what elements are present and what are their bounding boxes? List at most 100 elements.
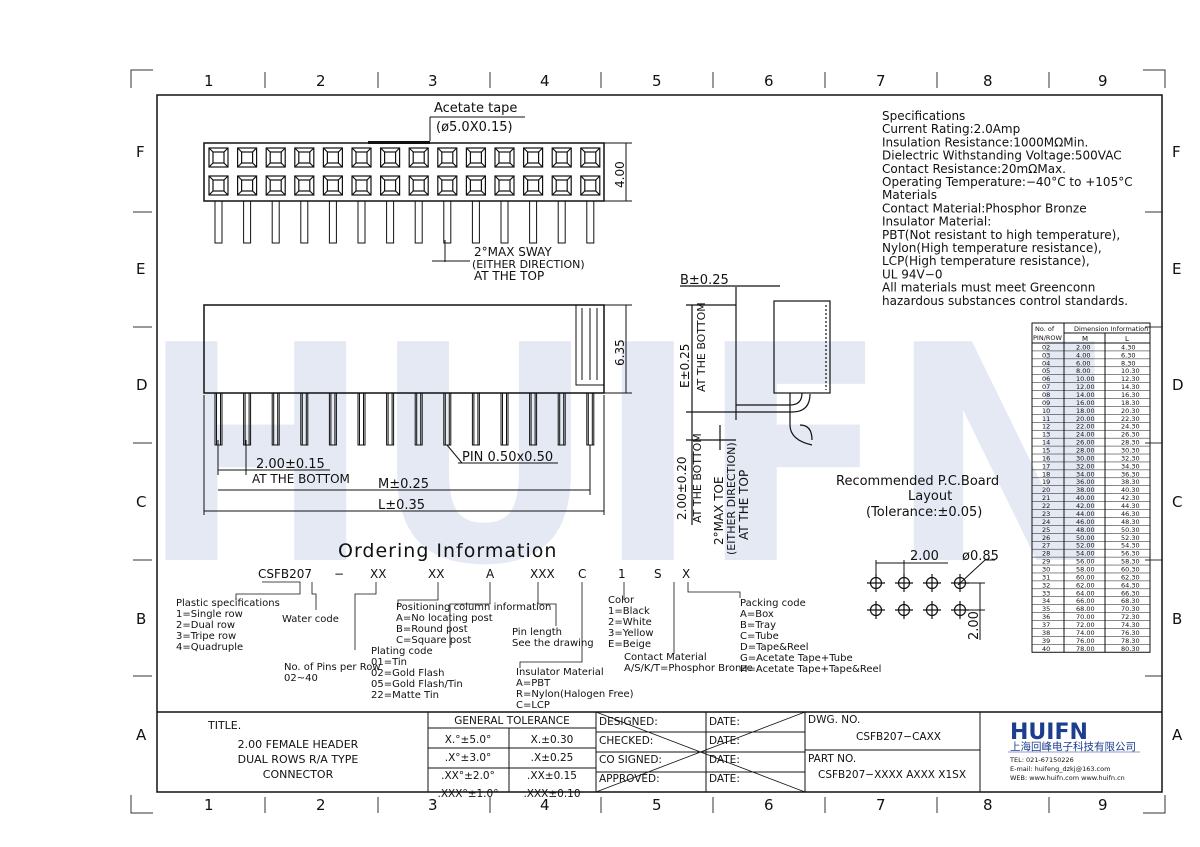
table-cell: 10.00 bbox=[1076, 375, 1095, 383]
order-note: 3=Tripe row bbox=[176, 631, 236, 642]
row-label: B bbox=[136, 610, 146, 628]
contact-cell bbox=[580, 175, 601, 196]
l-dimension: L±0.35 bbox=[378, 498, 425, 513]
contact-cell-inner bbox=[212, 151, 225, 164]
order-note: E=Beige bbox=[608, 639, 651, 650]
table-cell: 26.00 bbox=[1076, 439, 1095, 447]
contact-cell bbox=[437, 175, 458, 196]
pin bbox=[328, 200, 337, 244]
contact-cell bbox=[380, 175, 401, 196]
column-label: 6 bbox=[764, 72, 774, 90]
contact-cell-inner bbox=[469, 179, 482, 192]
contact-cell bbox=[522, 147, 544, 168]
order-code-segment: CSFB207 bbox=[258, 567, 312, 581]
date-label: DATE: bbox=[709, 754, 740, 766]
table-cell: 8.30 bbox=[1121, 359, 1135, 367]
table-cell: 4.00 bbox=[1076, 351, 1090, 359]
table-cell: 18.30 bbox=[1121, 399, 1140, 407]
table-cell: 36.00 bbox=[1076, 478, 1095, 486]
table-cell: 50.00 bbox=[1076, 534, 1095, 542]
table-cell: 26.30 bbox=[1121, 431, 1140, 439]
tolerance-linear: X.±0.30 bbox=[531, 734, 574, 746]
contact-cell bbox=[208, 147, 229, 168]
contact-cell-inner bbox=[469, 151, 482, 164]
table-cell: 58.00 bbox=[1076, 565, 1095, 573]
tolerance-header: GENERAL TOLERANCE bbox=[454, 715, 570, 727]
table-cell: 48.00 bbox=[1076, 526, 1095, 534]
table-cell: 32.00 bbox=[1076, 462, 1095, 470]
pin bbox=[500, 200, 509, 244]
pcb-pitch-y: 2.00 bbox=[967, 611, 982, 640]
order-note: Contact Material bbox=[624, 652, 707, 663]
order-note: Water code bbox=[282, 614, 339, 625]
contact-cell-inner bbox=[212, 179, 225, 192]
column-label: 7 bbox=[876, 796, 886, 814]
pcb-hole-size: ø0.85 bbox=[962, 549, 999, 564]
date-label: DATE: bbox=[709, 735, 740, 747]
pcb-title: (Tolerance:±0.05) bbox=[866, 505, 982, 520]
table-cell: 78.00 bbox=[1076, 645, 1095, 653]
table-cell: 06 bbox=[1042, 375, 1050, 383]
table-cell: 30.30 bbox=[1121, 447, 1140, 455]
pin bbox=[386, 200, 395, 244]
table-cell: 64.30 bbox=[1121, 581, 1140, 589]
row-label: D bbox=[1172, 376, 1184, 394]
pin-inner bbox=[416, 392, 422, 446]
order-note: 1=Black bbox=[608, 606, 650, 617]
table-cell: 38.30 bbox=[1121, 478, 1140, 486]
table-cell: 23 bbox=[1042, 510, 1050, 518]
table-cell: 50.30 bbox=[1121, 526, 1140, 534]
pin bbox=[557, 200, 566, 244]
table-cell: 64.00 bbox=[1076, 589, 1095, 597]
contact-cell bbox=[465, 175, 486, 196]
company-name: 上海回峰电子科技有限公司 bbox=[1010, 740, 1136, 753]
table-cell: 74.30 bbox=[1121, 621, 1140, 629]
table-cell: 20 bbox=[1042, 486, 1050, 494]
table-cell: 42.00 bbox=[1076, 502, 1095, 510]
row-label: C bbox=[1172, 493, 1182, 511]
table-cell: 76.30 bbox=[1121, 629, 1140, 637]
contact-cell bbox=[322, 147, 343, 168]
table-cell: 52.30 bbox=[1121, 534, 1140, 542]
frame-corners bbox=[130, 69, 1166, 814]
order-note: 2=White bbox=[608, 617, 652, 628]
table-cell: 13 bbox=[1042, 431, 1050, 439]
table-cell: 52.00 bbox=[1076, 542, 1095, 550]
pin-inner bbox=[301, 392, 307, 446]
table-cell: 38 bbox=[1042, 629, 1050, 637]
company-email: E-mail: huifeng_dzkj@163.com bbox=[1010, 765, 1110, 773]
order-note: B=Tray bbox=[740, 620, 776, 631]
contact-cell bbox=[265, 175, 286, 196]
table-header: Dimension Information bbox=[1074, 325, 1148, 333]
row-label: B bbox=[1172, 610, 1182, 628]
pcb-title: Layout bbox=[908, 489, 952, 504]
pin-inner bbox=[530, 392, 536, 446]
order-note: Packing code bbox=[740, 598, 806, 609]
contact-cell bbox=[294, 147, 315, 168]
tolerance-angle: .XX°±2.0° bbox=[441, 770, 495, 782]
table-cell: 40 bbox=[1042, 645, 1050, 653]
table-cell: 56.30 bbox=[1121, 550, 1140, 558]
row-label: A bbox=[1172, 726, 1183, 744]
row-label: F bbox=[136, 143, 145, 161]
acetate-tape-label: Acetate tape bbox=[434, 101, 517, 116]
table-cell: 48.30 bbox=[1121, 518, 1140, 526]
spec-line: Contact Resistance:20mΩMax. bbox=[882, 162, 1066, 176]
pin bbox=[357, 200, 366, 244]
table-cell: 21 bbox=[1042, 494, 1050, 502]
c-dimension: 2.00±0.20 bbox=[675, 457, 689, 521]
order-note: 2=Dual row bbox=[176, 620, 235, 631]
contact-cell bbox=[465, 147, 486, 168]
pin bbox=[271, 200, 280, 244]
table-cell: 12.00 bbox=[1076, 383, 1095, 391]
column-label: 5 bbox=[652, 796, 662, 814]
table-cell: 28.30 bbox=[1121, 439, 1140, 447]
table-cell: 30.00 bbox=[1076, 454, 1095, 462]
contact-cell bbox=[265, 147, 286, 168]
table-cell: 30 bbox=[1042, 565, 1050, 573]
contact-cell-inner bbox=[241, 151, 254, 164]
table-cell: 32.30 bbox=[1121, 454, 1140, 462]
table-cell: 31 bbox=[1042, 573, 1050, 581]
table-cell: 80.30 bbox=[1121, 645, 1140, 653]
table-cell: 8.00 bbox=[1076, 367, 1090, 375]
